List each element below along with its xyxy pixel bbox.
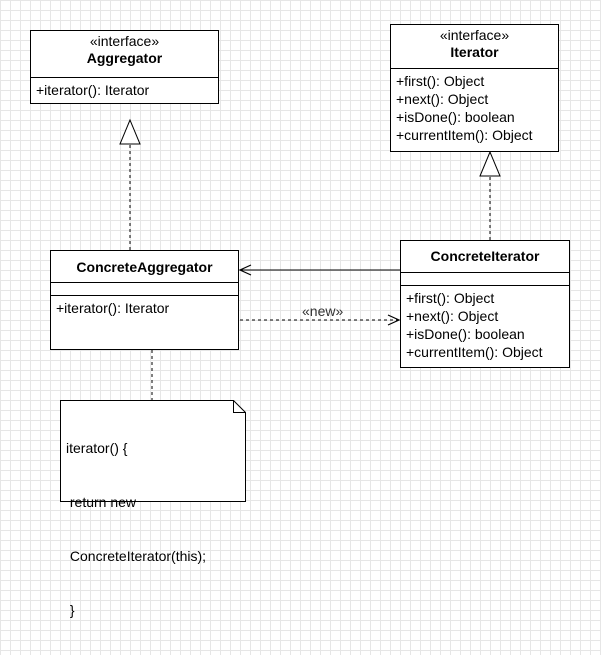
operation-item: +iterator(): Iterator: [36, 82, 150, 98]
operation-item: +next(): Object: [406, 308, 499, 324]
realization-arrowhead-iterator: [479, 150, 501, 177]
operations-compartment: +iterator(): Iterator: [31, 78, 218, 99]
class-name: ConcreteAggregator: [76, 259, 213, 275]
class-header: «interface» Iterator: [391, 25, 558, 69]
class-header: ConcreteIterator: [401, 241, 569, 273]
class-iterator[interactable]: «interface» Iterator +first(): Object +n…: [390, 24, 559, 152]
operation-item: +first(): Object: [396, 73, 485, 89]
dependency-label: «new»: [302, 303, 344, 319]
note-line: iterator() {: [66, 440, 128, 456]
code-note[interactable]: iterator() { return new ConcreteIterator…: [60, 400, 246, 618]
operation-item: +next(): Object: [396, 91, 489, 107]
note-line: ConcreteIterator(this);: [66, 548, 207, 564]
note-line: return new: [66, 494, 137, 510]
class-name: Aggregator: [86, 50, 163, 66]
attributes-compartment: [51, 283, 238, 296]
operation-item: +iterator(): Iterator: [56, 300, 170, 316]
realization-arrowhead-aggregator: [119, 118, 141, 145]
operation-item: +currentItem(): Object: [396, 127, 533, 143]
diagram-connectors: [119, 118, 501, 400]
class-aggregator[interactable]: «interface» Aggregator +iterator(): Iter…: [30, 30, 219, 104]
note-shape: [60, 400, 246, 502]
operations-compartment: +first(): Object +next(): Object +isDone…: [401, 286, 569, 361]
operations-compartment: +first(): Object +next(): Object +isDone…: [391, 69, 558, 144]
class-concrete-iterator[interactable]: ConcreteIterator +first(): Object +next(…: [400, 240, 570, 368]
class-name: ConcreteIterator: [430, 248, 540, 264]
class-concrete-aggregator[interactable]: ConcreteAggregator +iterator(): Iterator: [50, 250, 239, 350]
class-header: «interface» Aggregator: [31, 31, 218, 78]
operation-item: +isDone(): boolean: [396, 109, 515, 125]
operation-item: +currentItem(): Object: [406, 344, 543, 360]
class-name: Iterator: [450, 44, 499, 60]
note-line: }: [66, 602, 75, 618]
operations-compartment: +iterator(): Iterator: [51, 296, 238, 317]
note-text: iterator() { return new ConcreteIterator…: [66, 403, 206, 655]
operation-item: +isDone(): boolean: [406, 326, 525, 342]
stereotype-label: «interface»: [439, 27, 510, 43]
class-header: ConcreteAggregator: [51, 251, 238, 283]
stereotype-label: «interface»: [89, 33, 160, 49]
attributes-compartment: [401, 273, 569, 286]
operation-item: +first(): Object: [406, 290, 495, 306]
